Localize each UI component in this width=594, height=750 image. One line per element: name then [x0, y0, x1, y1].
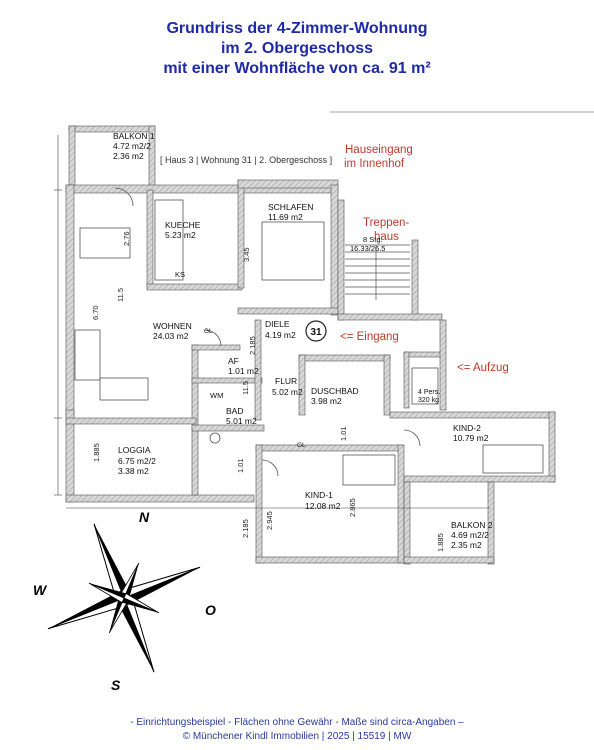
dimension-lines: [54, 111, 594, 509]
room-kind1-area: 12.08 m2: [305, 501, 341, 511]
unit-info: [ Haus 3 | Wohnung 31 | 2. Obergeschoss …: [160, 155, 333, 165]
dim-5: 2.185: [248, 336, 257, 355]
gl-label-wohnen: GL: [204, 328, 213, 335]
door-swing-wohnen: [204, 329, 222, 347]
room-schlafen-area: 11.69 m2: [268, 212, 303, 222]
dimension-labels: 2.76 3.45 6.70 11.5 2.185 1.01 2.865 11.…: [91, 231, 445, 552]
room-loggia-area1: 6.75 m2/2: [118, 456, 156, 466]
annotation-eingang: <= Eingang: [340, 331, 399, 343]
room-af-name: AF: [228, 356, 239, 366]
dim-4: 11.5: [116, 288, 125, 302]
dim-1: 2.76: [122, 231, 131, 246]
sofa-wohnen-2: [99, 377, 149, 401]
bed-schlafen: [261, 221, 325, 281]
dim-6: 1.01: [339, 426, 348, 441]
compass-rose: [47, 523, 201, 673]
lift-cabin: [411, 367, 439, 405]
room-diele-name: DIELE: [265, 319, 290, 329]
footer-copyright: © Münchener Kindl Immobilien | 2025 | 15…: [182, 731, 412, 742]
small-marks: 31 8 Stg. 16.33/26.5 WM KS GL GL: [175, 235, 385, 449]
unit-number-circle: [305, 320, 327, 342]
door-swing-kind2: [403, 429, 421, 447]
unit-number: 31: [310, 327, 322, 338]
wm-label: WM: [210, 391, 223, 400]
lift-capacity: 320 kg: [418, 397, 439, 404]
dim-8: 11.5: [241, 381, 250, 395]
annotation-aufzug: <= Aufzug: [457, 362, 509, 374]
plan-title-line-1: Grundriss der 4-Zimmer-Wohnung: [166, 20, 428, 37]
bed-kind2: [482, 444, 544, 474]
room-loggia-area2: 3.38 m2: [118, 466, 149, 476]
room-kueche-name: KUECHE: [165, 220, 201, 230]
room-duschbad-name: DUSCHBAD: [311, 386, 359, 396]
plan-title-line-3: mit einer Wohnfläche von ca. 91 m²: [163, 60, 431, 77]
room-balkon1-area2: 2.36 m2: [113, 151, 144, 161]
furniture: [74, 187, 544, 486]
room-balkon1-area1: 4.72 m2/2: [113, 141, 151, 151]
room-flur-name: FLUR: [275, 376, 297, 386]
room-balkon2-name: BALKON 2: [451, 520, 493, 530]
walls: [65, 125, 556, 565]
annotation-treppen: Treppen-: [363, 217, 410, 229]
room-kind2-name: KIND-2: [453, 423, 481, 433]
room-bad-area: 5.01 m2: [226, 416, 257, 426]
dim-13: 1.885: [436, 533, 445, 552]
dim-7: 2.865: [348, 498, 357, 517]
dim-9: 1.885: [92, 443, 101, 462]
annotation-hauseingang: Hauseingang: [345, 144, 413, 156]
door-swing-kind1: [261, 459, 279, 477]
room-diele-area: 4.19 m2: [265, 330, 296, 340]
room-flur-area: 5.02 m2: [272, 387, 303, 397]
bath-basin: [209, 432, 221, 444]
room-balkon2-area1: 4.69 m2/2: [451, 530, 489, 540]
room-loggia-name: LOGGIA: [118, 445, 151, 455]
stairs-dimension: 16.33/26.5: [350, 244, 385, 253]
bed-kind1: [342, 454, 396, 486]
compass-letters: N O S W: [33, 509, 216, 693]
room-schlafen-name: SCHLAFEN: [268, 202, 313, 212]
room-balkon2-area2: 2.35 m2: [451, 540, 482, 550]
room-balkon1-name: BALKON 1: [113, 131, 155, 141]
dim-3: 6.70: [91, 305, 100, 320]
room-wohnen-name: WOHNEN: [153, 321, 192, 331]
compass-n: N: [139, 509, 150, 525]
room-kind1-name: KIND-1: [305, 490, 333, 500]
sofa-wohnen: [74, 329, 101, 381]
door-swing-balkon: [114, 187, 134, 207]
dim-11: 2.945: [265, 511, 274, 530]
ks-label: KS: [175, 270, 185, 279]
compass-w: W: [33, 582, 48, 598]
dim-10: 1.01: [236, 458, 245, 473]
stairs-count: 8 Stg.: [363, 235, 383, 244]
room-kind2-area: 10.79 m2: [453, 433, 489, 443]
compass-o: O: [205, 602, 216, 618]
annotation-haus: haus: [374, 231, 399, 243]
annotation-innenhof: im Innenhof: [344, 158, 405, 170]
room-duschbad-area: 3.98 m2: [311, 396, 342, 406]
lift-persons: 4 Pers.: [418, 389, 440, 396]
dining-table: [79, 227, 131, 259]
stairs: [345, 244, 410, 300]
kitchen-counter: [154, 199, 184, 281]
room-labels: BALKON 1 4.72 m2/2 2.36 m2 KUECHE 5.23 m…: [113, 131, 493, 550]
room-bad-name: BAD: [226, 406, 243, 416]
plan-title-line-2: im 2. Obergeschoss: [220, 40, 374, 57]
room-af-area: 1.01 m2: [228, 366, 259, 376]
dim-2: 3.45: [242, 247, 251, 262]
room-wohnen-area: 24.03 m2: [153, 331, 189, 341]
gl-label-flur: GL: [297, 442, 306, 449]
dim-12: 2.185: [241, 519, 250, 538]
compass-s: S: [111, 677, 121, 693]
footer-disclaimer: - Einrichtungsbeispiel - Flächen ohne Ge…: [130, 717, 464, 728]
room-kueche-area: 5.23 m2: [165, 230, 196, 240]
